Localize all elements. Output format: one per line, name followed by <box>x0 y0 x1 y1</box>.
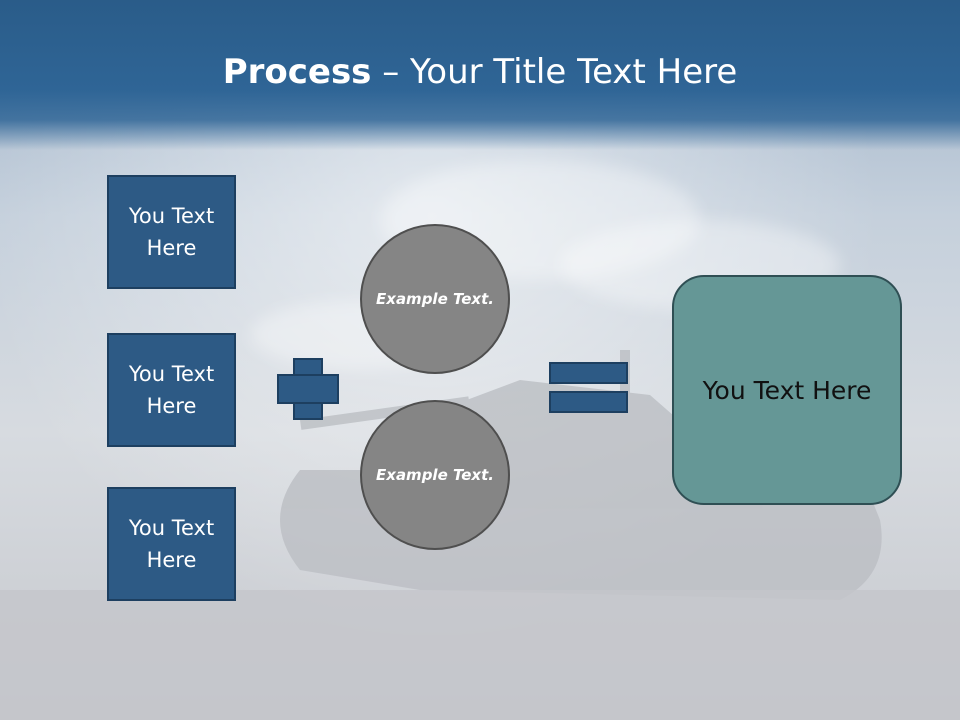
plus-icon <box>277 374 339 404</box>
example-circle[interactable]: Example Text. <box>360 224 510 374</box>
example-circle[interactable]: Example Text. <box>360 400 510 550</box>
left-text-box[interactable]: You Text Here <box>107 487 236 601</box>
title-bar <box>0 0 960 150</box>
title-bold: Process <box>222 52 372 92</box>
left-text-box[interactable]: You Text Here <box>107 175 236 289</box>
equals-icon <box>549 362 628 384</box>
left-text-box[interactable]: You Text Here <box>107 333 236 447</box>
result-box[interactable]: You Text Here <box>672 275 902 505</box>
title-rest: – Your Title Text Here <box>371 52 738 92</box>
page-title: Process – Your Title Text Here <box>0 52 960 92</box>
equals-icon <box>549 391 628 413</box>
